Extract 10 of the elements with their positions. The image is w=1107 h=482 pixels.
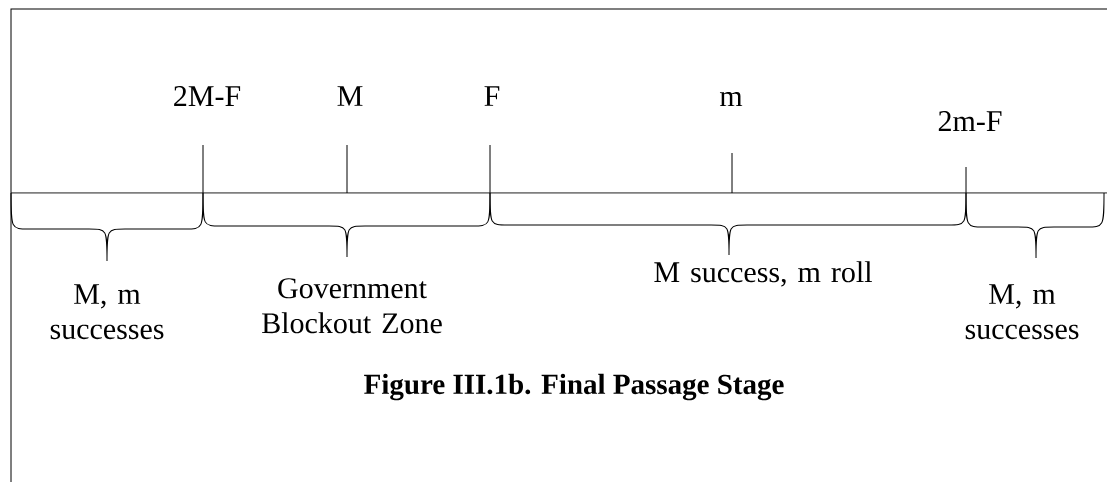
brace-label: M success, m roll (654, 261, 872, 287)
tick-label: M (337, 86, 363, 106)
tick-label: 2m-F (938, 111, 1002, 131)
tick-label: 2M-F (174, 86, 241, 106)
brace-label: Government Blockout Zone (262, 278, 442, 334)
brace-label: M, m successes (50, 284, 164, 340)
tick-label: F (484, 86, 500, 106)
tick-label: m (719, 91, 743, 107)
brace-label: M, m successes (965, 284, 1079, 340)
figure-caption: Figure III.1b. Final Passage Stage (364, 373, 784, 401)
